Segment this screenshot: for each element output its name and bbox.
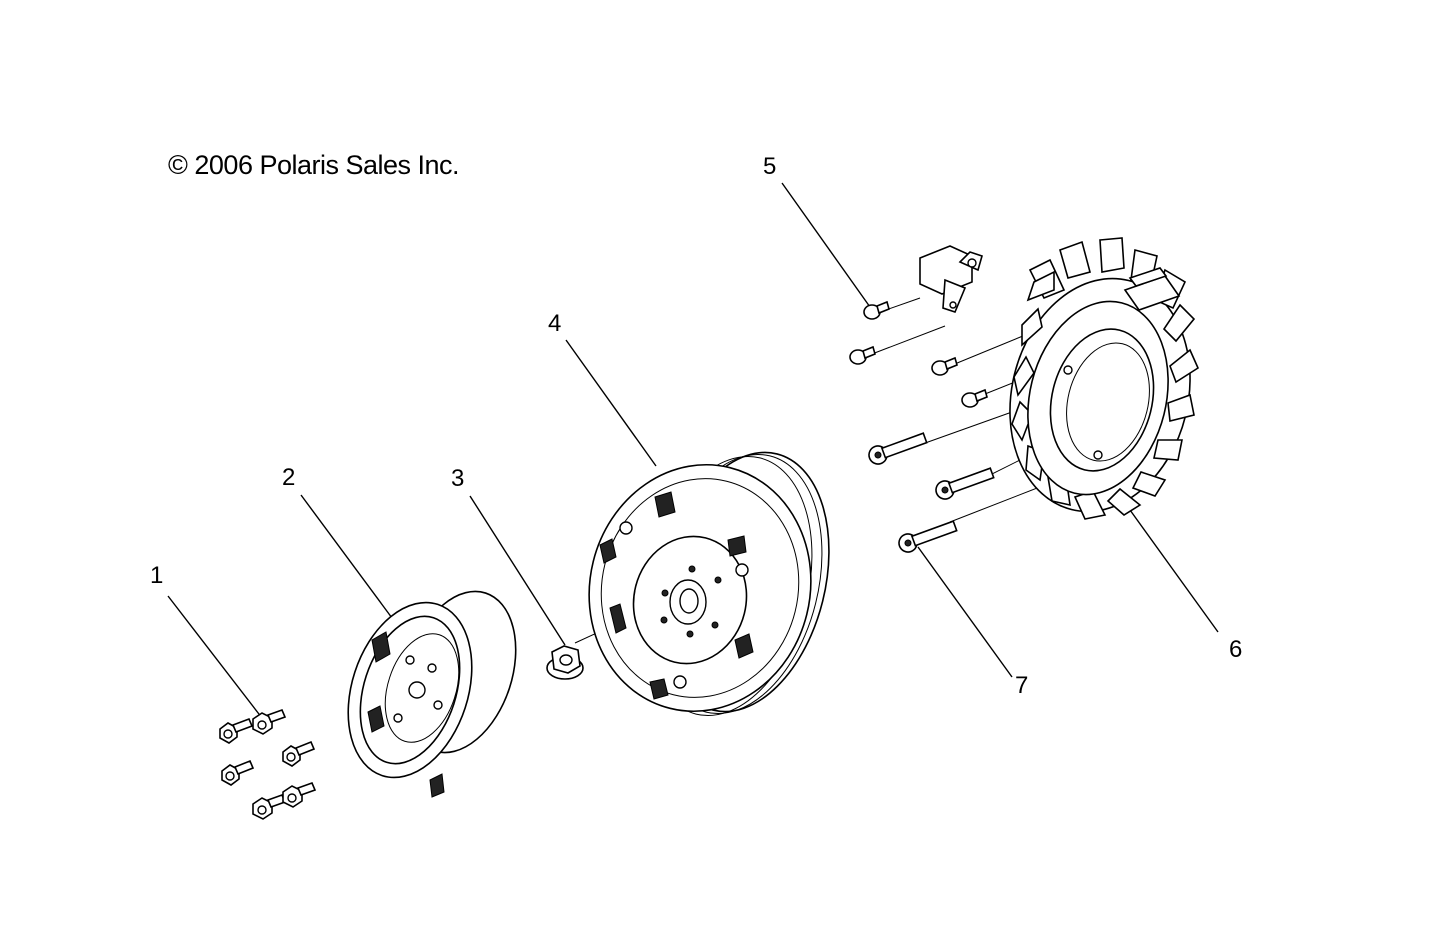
- callout-5: 5: [763, 153, 777, 180]
- pulse-sensor: [919, 245, 983, 313]
- flange-nut: [546, 645, 584, 680]
- flywheel: [588, 451, 830, 717]
- callout-6: 6: [1229, 636, 1243, 663]
- sensor-screws: [849, 300, 988, 408]
- callout-1: 1: [150, 562, 164, 589]
- callout-7: 7: [1015, 672, 1029, 699]
- flange-bolts: [219, 708, 317, 820]
- stator-bolts: [868, 432, 995, 553]
- starter-cup: [347, 590, 517, 798]
- callout-4: 4: [548, 310, 562, 337]
- stator: [1009, 237, 1200, 520]
- copyright-notice: © 2006 Polaris Sales Inc.: [168, 150, 460, 180]
- callout-3: 3: [451, 465, 465, 492]
- callout-2: 2: [282, 464, 296, 491]
